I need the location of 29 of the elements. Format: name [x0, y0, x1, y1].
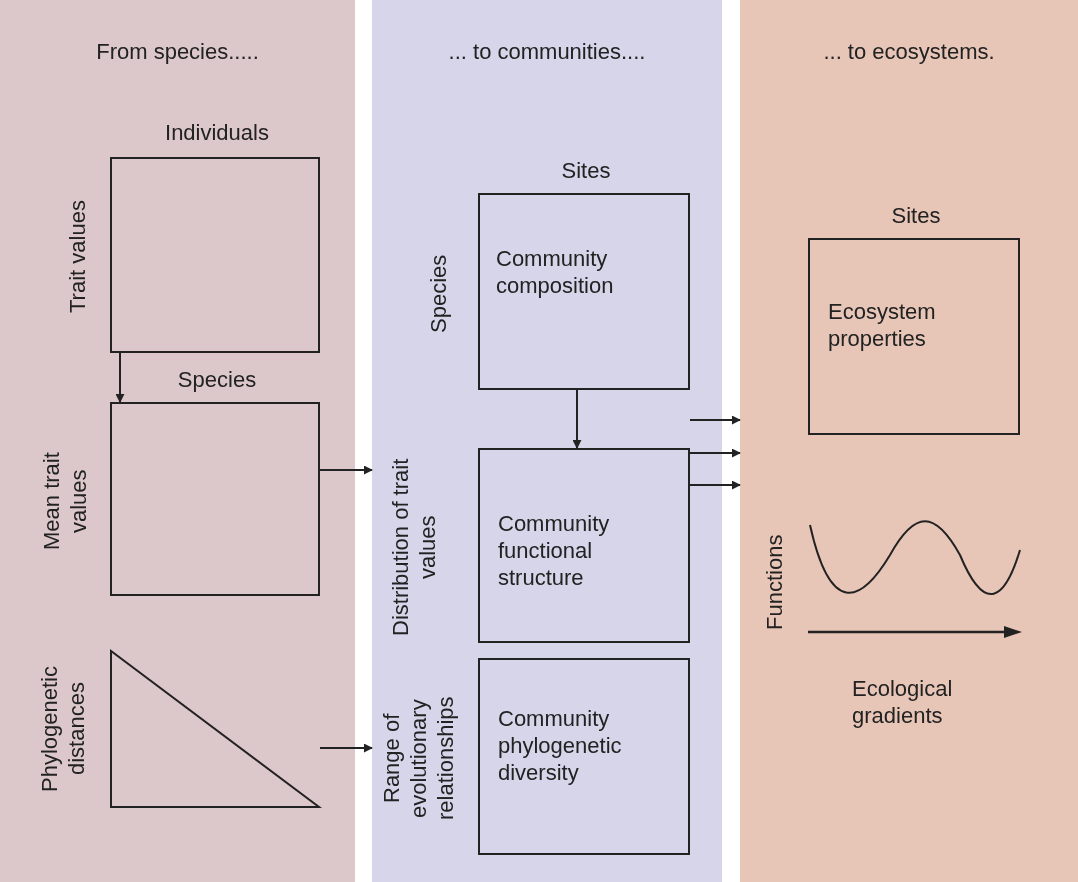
arrow	[319, 465, 373, 475]
axis-label: Sites	[890, 202, 942, 230]
axis-label: Distribution of trait values	[387, 457, 441, 639]
axis-label: Species	[176, 366, 258, 394]
axis-label: Species	[424, 253, 452, 335]
axis-label: Functions	[760, 533, 788, 633]
panel-heading: From species.....	[95, 38, 260, 66]
panel-heading: ... to ecosystems.	[822, 38, 996, 66]
arrow	[689, 415, 741, 425]
axis-label: Sites	[560, 157, 612, 185]
axis-label: Ecological gradients	[852, 675, 954, 730]
box-label: Community composition	[496, 245, 615, 300]
axis-label: Phylogenetic distances	[36, 665, 90, 794]
arrow	[689, 480, 741, 490]
arrow	[689, 448, 741, 458]
axis-label: Range of evolutionary relationships	[377, 695, 459, 823]
axis-label: Trait values	[63, 199, 91, 316]
arrow	[319, 743, 373, 753]
box-label: Community phylogenetic diversity	[498, 705, 623, 787]
arrow	[572, 389, 582, 449]
axis-label: Individuals	[164, 119, 270, 147]
box-label: Ecosystem properties	[828, 298, 937, 353]
column-panel	[372, 0, 722, 882]
arrow	[115, 352, 125, 403]
panel-heading: ... to communities....	[447, 38, 647, 66]
axis-label: Mean trait values	[38, 451, 92, 552]
column-panel	[740, 0, 1078, 882]
box-label: Community functional structure	[498, 510, 611, 592]
column-panel	[0, 0, 355, 882]
